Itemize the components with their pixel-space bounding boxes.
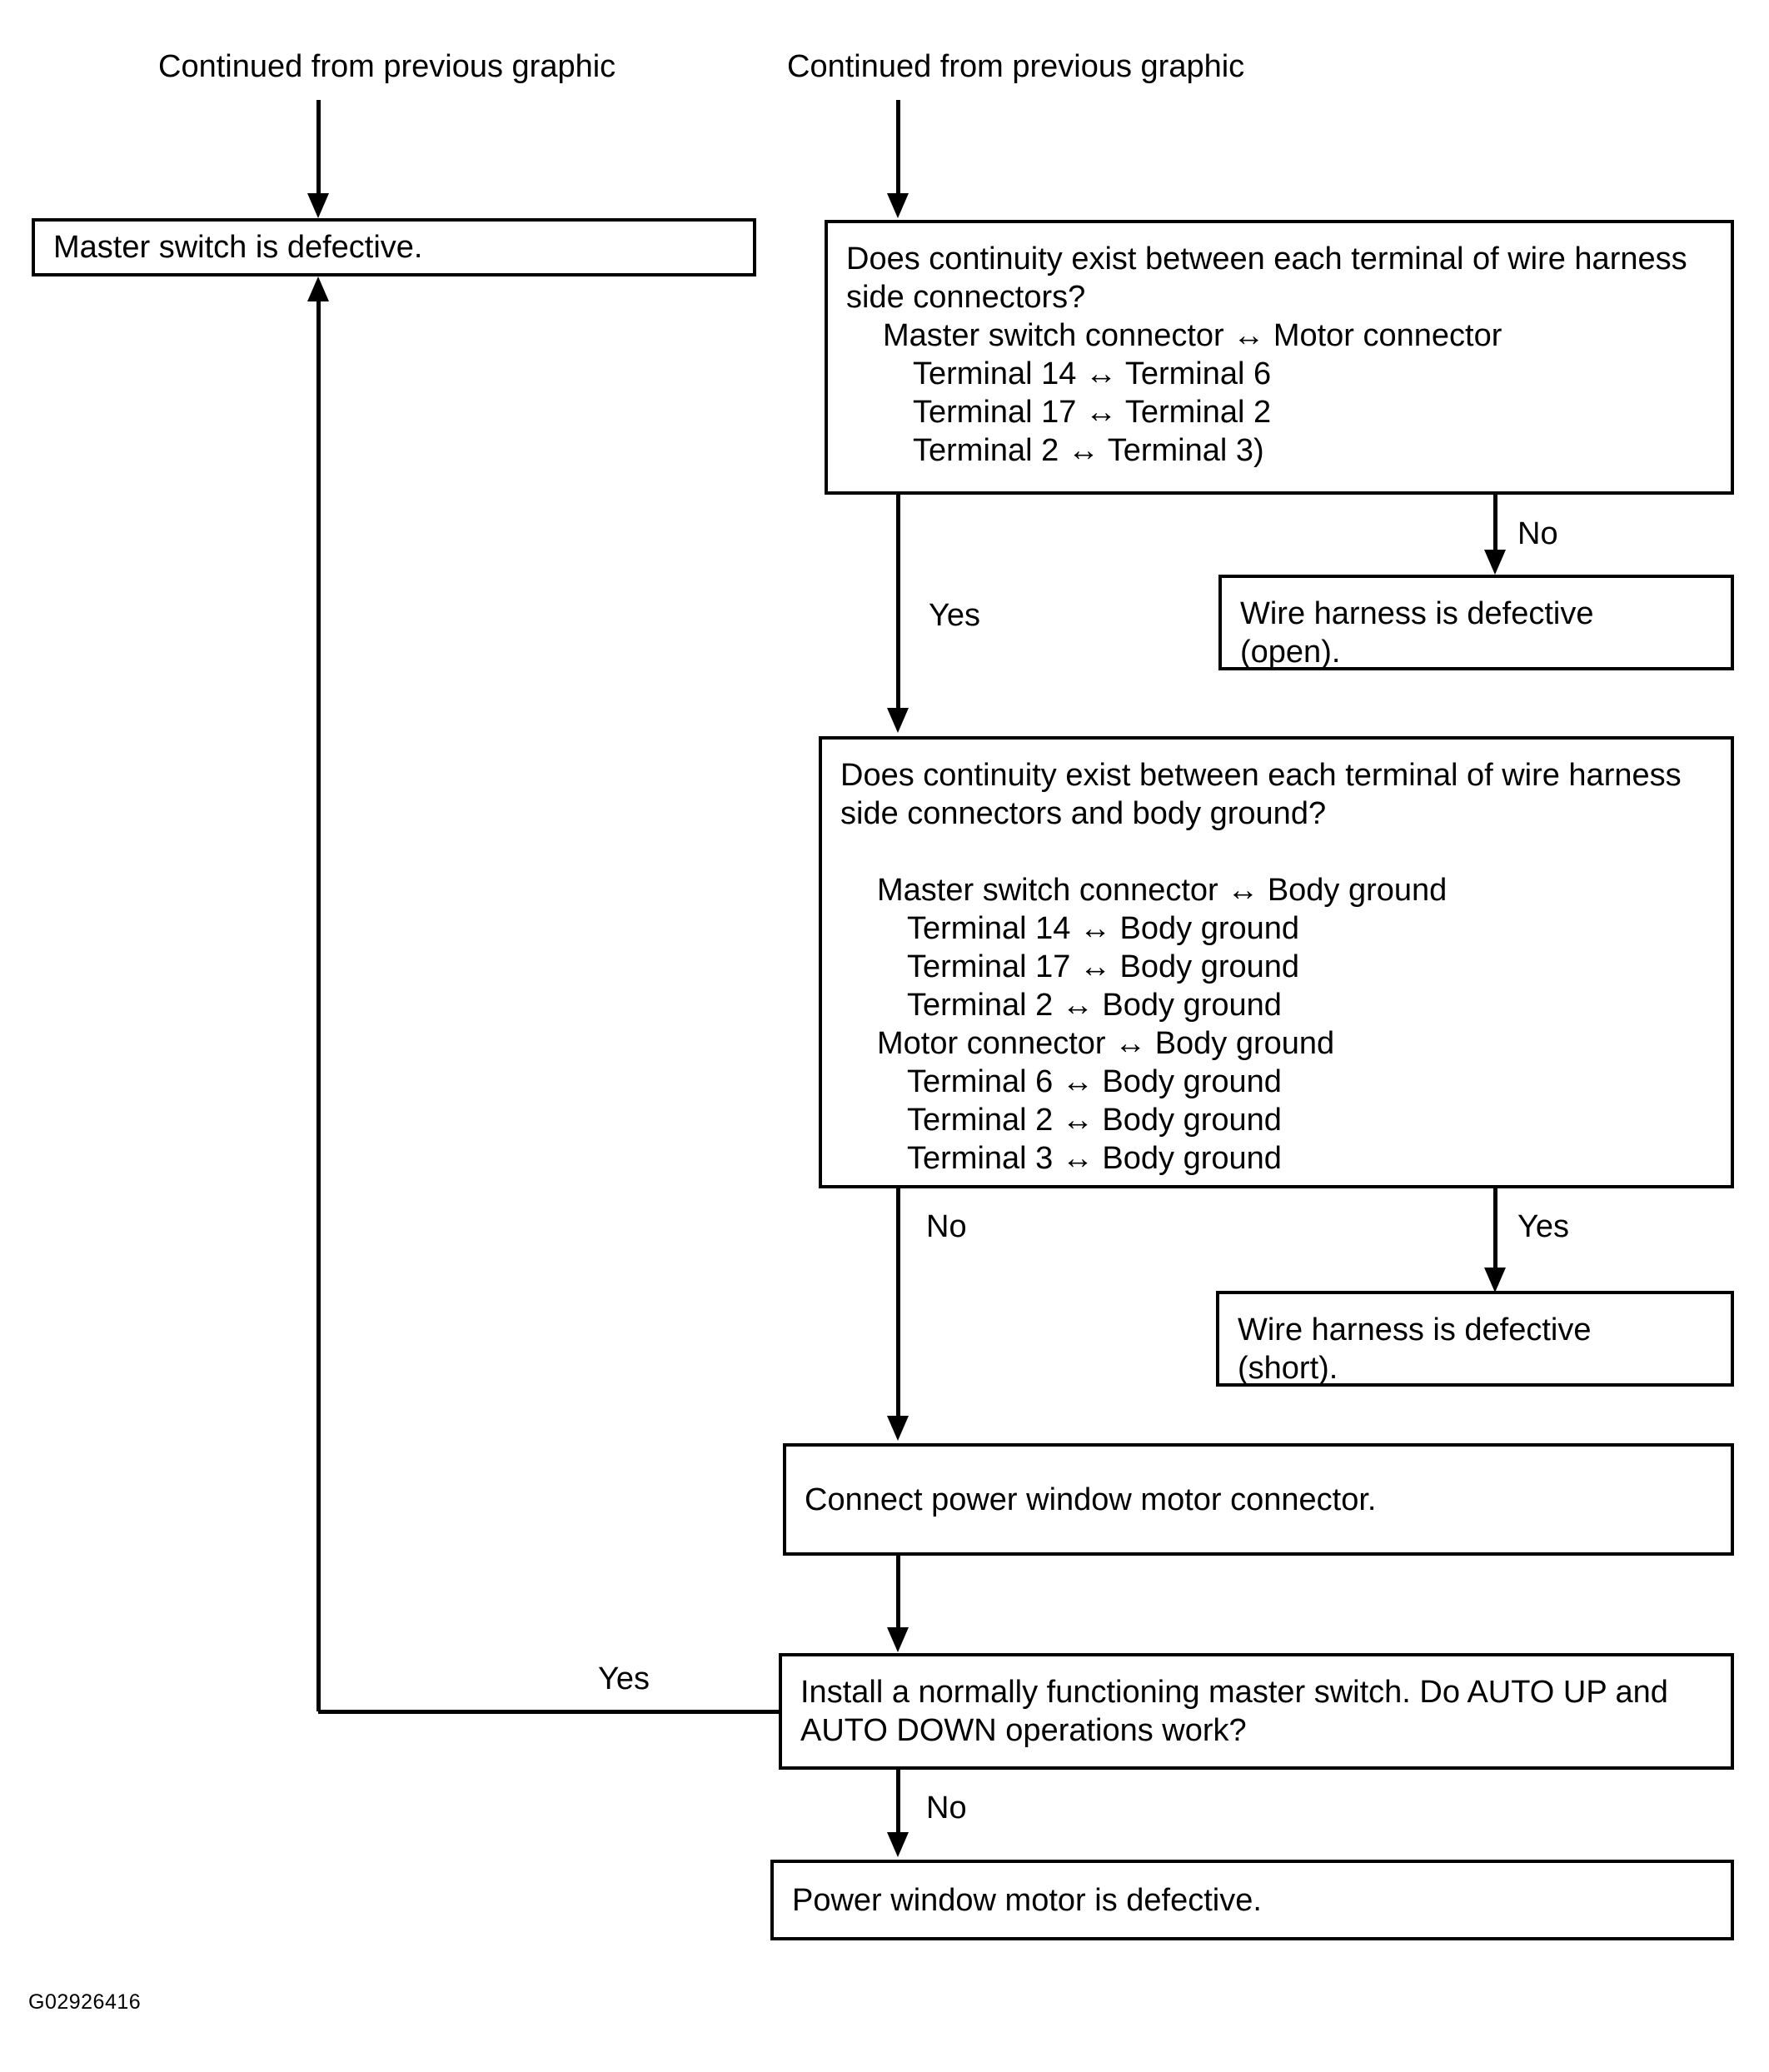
box-continuity-ground-group1-item-1: Terminal 17 ↔ Body ground <box>907 949 1300 984</box>
box-continuity-ground-group1-item-0: Terminal 14 ↔ Body ground <box>907 911 1300 946</box>
header-continued-left: Continued from previous graphic <box>158 49 616 84</box>
box-continuity-ground-line1: Does continuity exist between each termi… <box>840 758 1682 793</box>
box-install-master-switch: Install a normally functioning master sw… <box>779 1653 1734 1770</box>
arrow-header-right-down <box>887 193 909 218</box>
box-master-switch-defective-text: Master switch is defective. <box>53 230 423 265</box>
connector-terminals-no-line <box>1493 495 1497 553</box>
box-continuity-ground-group1-header: Master switch connector ↔ Body ground <box>877 873 1448 908</box>
box-connect-motor-connector: Connect power window motor connector. <box>783 1443 1734 1556</box>
box-continuity-ground-group2-item-2: Terminal 3 ↔ Body ground <box>907 1141 1282 1176</box>
box-continuity-terminals-item-1: Terminal 17 ↔ Terminal 2 <box>913 395 1272 430</box>
box-continuity-terminals-subheader: Master switch connector ↔ Motor connecto… <box>883 318 1502 353</box>
edge-label-install-no: No <box>926 1791 967 1825</box>
box-continuity-ground-group2-item-1: Terminal 2 ↔ Body ground <box>907 1103 1282 1138</box>
box-continuity-ground-group1-item-2: Terminal 2 ↔ Body ground <box>907 988 1282 1023</box>
box-install-master-switch-line1: Install a normally functioning master sw… <box>800 1675 1668 1710</box>
connector-header-left-line <box>316 100 321 198</box>
arrow-header-left-down <box>307 193 329 218</box>
arrow-install-yes-up <box>307 276 329 301</box>
connector-connect-to-install-line <box>896 1556 900 1631</box>
box-continuity-ground-spacer <box>840 833 1712 871</box>
connector-ground-no-line <box>896 1188 900 1417</box>
box-motor-defective: Power window motor is defective. <box>770 1860 1734 1940</box>
box-continuity-terminals-line2: side connectors? <box>846 280 1086 315</box>
arrow-ground-no-down <box>887 1416 909 1441</box>
box-continuity-terminals: Does continuity exist between each termi… <box>825 220 1734 495</box>
box-wire-harness-short-line2: (short). <box>1238 1351 1338 1386</box>
box-install-master-switch-line2: AUTO DOWN operations work? <box>800 1713 1247 1748</box>
arrow-terminals-yes-down <box>887 708 909 733</box>
connector-install-yes-horizontal <box>318 1710 782 1714</box>
box-wire-harness-short-line1: Wire harness is defective <box>1238 1312 1592 1347</box>
edge-label-install-yes: Yes <box>598 1661 650 1696</box>
figure-id-label: G02926416 <box>28 1990 142 2014</box>
arrow-ground-yes-down <box>1484 1268 1506 1293</box>
box-master-switch-defective: Master switch is defective. <box>32 218 756 276</box>
connector-install-no-line <box>896 1770 900 1836</box>
box-continuity-terminals-item-0: Terminal 14 ↔ Terminal 6 <box>913 356 1272 391</box>
box-connect-motor-connector-text: Connect power window motor connector. <box>805 1482 1377 1517</box>
connector-install-yes-vertical <box>316 300 321 1711</box>
box-wire-harness-open-line2: (open). <box>1240 635 1341 670</box>
box-continuity-ground-line2: side connectors and body ground? <box>840 796 1327 831</box>
box-continuity-terminals-line1: Does continuity exist between each termi… <box>846 242 1687 276</box>
box-continuity-ground-group2-item-0: Terminal 6 ↔ Body ground <box>907 1064 1282 1099</box>
edge-label-ground-no: No <box>926 1209 967 1244</box>
edge-label-ground-yes: Yes <box>1517 1209 1569 1244</box>
edge-label-terminals-no: No <box>1517 516 1558 551</box>
arrow-terminals-no-down <box>1484 550 1506 575</box>
box-continuity-ground-group2-header: Motor connector ↔ Body ground <box>877 1026 1335 1061</box>
connector-terminals-yes-line <box>896 495 900 711</box>
box-motor-defective-text: Power window motor is defective. <box>792 1882 1262 1918</box>
box-continuity-ground: Does continuity exist between each termi… <box>819 736 1734 1188</box>
arrow-connect-to-install-down <box>887 1627 909 1652</box>
connector-header-right-line <box>896 100 900 198</box>
arrow-install-no-down <box>887 1832 909 1857</box>
box-wire-harness-open-line1: Wire harness is defective <box>1240 596 1594 631</box>
box-continuity-terminals-item-2: Terminal 2 ↔ Terminal 3) <box>913 433 1264 468</box>
edge-label-terminals-yes: Yes <box>929 598 980 633</box>
connector-ground-yes-line <box>1493 1188 1497 1272</box>
box-wire-harness-short: Wire harness is defective (short). <box>1216 1291 1734 1387</box>
box-wire-harness-open: Wire harness is defective (open). <box>1218 575 1734 670</box>
header-continued-right: Continued from previous graphic <box>787 49 1245 84</box>
